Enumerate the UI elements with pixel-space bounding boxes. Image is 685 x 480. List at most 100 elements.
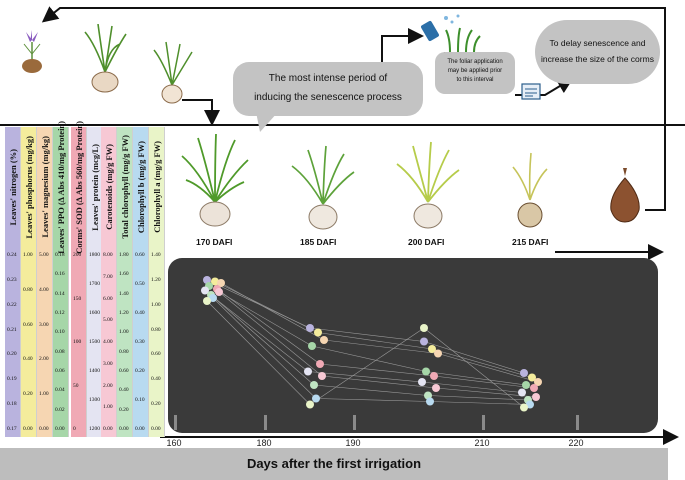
axis-tick-label: 8.00 [103, 252, 113, 258]
data-point [420, 337, 428, 346]
variable-label: Leaves' phosphorus (mg/kg) [23, 135, 34, 239]
senescence-text-line2: inducing the senescence process [254, 92, 402, 103]
data-point [316, 360, 324, 368]
axis-tick-label: 0.20 [119, 406, 129, 413]
variable-label: Leaves' magnesium (mg/kg) [39, 136, 50, 238]
data-point [304, 367, 312, 376]
axis-tick-label: 0.00 [39, 426, 49, 432]
axis-tick-label: 5.00 [103, 317, 113, 324]
axis-tick-label: 3.00 [39, 321, 49, 328]
series-connector-line [216, 288, 321, 365]
axis-tick-label: 2.00 [39, 356, 49, 363]
series-connector-line [206, 300, 311, 405]
foliar-callout: The foliar application may be applied pr… [435, 52, 515, 94]
data-point [434, 349, 442, 358]
variable-column-header: Carotenoids (mg/g FW) [101, 127, 116, 247]
axis-tick-label: 150 [73, 295, 82, 302]
axis-tick-label: 6.00 [103, 295, 113, 302]
variable-column-header: Corms' SOD (∆ Abs 560/mg Protein) [71, 121, 86, 254]
axis-tick-label: 0.16 [55, 271, 65, 278]
stage-plant-170-illustration [181, 133, 249, 227]
data-point [201, 286, 209, 295]
stage-plant-185-illustration [291, 145, 355, 230]
variable-label: Corms' SOD (∆ Abs 560/mg Protein) [73, 120, 84, 254]
data-point [312, 394, 320, 403]
data-point [432, 384, 440, 392]
data-point [314, 328, 322, 337]
data-point [306, 324, 314, 332]
axis-tick-label: 1.00 [151, 301, 161, 308]
axis-tick-label: 1.00 [103, 404, 113, 411]
series-connector-line [437, 353, 539, 383]
axis-tick-label: 0.00 [103, 426, 113, 432]
axis-tick-label: 0.24 [7, 252, 17, 258]
series-connector-line [433, 375, 535, 389]
axis-tick-label: 0.00 [55, 426, 65, 432]
series-connector-line [317, 332, 433, 350]
data-point [203, 297, 211, 305]
data-point [310, 381, 318, 389]
axis-tick-label: 1.40 [151, 252, 161, 258]
series-connector-line [208, 285, 313, 347]
axis-tick-label: 0.00 [151, 426, 161, 432]
series-connector-line [431, 348, 533, 378]
axis-tick-label: 1.40 [119, 290, 129, 297]
variable-label: Leaves' PPO (∆ Abs 410/mg Protein) [55, 120, 66, 254]
axis-tick-label: 1500 [89, 339, 100, 345]
axis-tick-label: 0.20 [135, 368, 145, 374]
axis-tick-label: 1.20 [119, 310, 129, 316]
x-tick-mark [174, 415, 177, 430]
x-tick-mark [264, 415, 267, 430]
data-point [211, 277, 219, 286]
variable-label: Total chlorophyll (mg/g FW) [119, 135, 130, 239]
series-connector-line [309, 327, 425, 405]
axis-tick-label: 0.40 [119, 387, 129, 394]
axis-tick-label: 0.80 [23, 286, 33, 293]
data-point [518, 388, 526, 397]
foliar-text-line1: The foliar application [447, 59, 503, 65]
data-point [308, 342, 316, 350]
axis-tick-label: 0.60 [23, 321, 33, 328]
series-connector-line [321, 375, 437, 389]
saffron-flower-illustration [22, 30, 42, 73]
axis-tick-label: 0.80 [119, 348, 129, 355]
variable-column-header: Chlorophyll a (mg/g FW) [149, 127, 164, 247]
axis-tick-label: 1.20 [151, 276, 161, 283]
data-point [209, 294, 217, 302]
axis-tick-label: 0.50 [135, 281, 145, 287]
axis-tick-label: 0.60 [119, 368, 129, 374]
axis-tick-label: 0 [73, 426, 76, 432]
x-tick-mark [482, 415, 485, 430]
data-point [520, 369, 528, 377]
series-connector-line [323, 339, 439, 354]
variable-column-header: Leaves' nitrogen (%) [5, 127, 20, 247]
axis-tick-label: 0.04 [55, 387, 65, 394]
axis-tick-label: 200 [73, 252, 82, 258]
final-corm-illustration [610, 168, 640, 223]
data-point [526, 400, 534, 409]
series-connector-line [435, 387, 537, 398]
series-connector-line [311, 345, 427, 372]
series-connector-line [421, 381, 523, 393]
axis-tick-label: 0.30 [135, 339, 145, 345]
variable-label: Chlorophyll a (mg/g FW) [151, 141, 162, 233]
x-tick-mark [576, 415, 579, 430]
stage-label-185: 185 DAFI [300, 237, 337, 247]
stage-arrow [182, 99, 220, 126]
data-point [306, 400, 314, 409]
variable-label: Leaves' nitrogen (%) [7, 148, 18, 226]
series-connector-line [204, 290, 309, 372]
axis-tick-label: 5.00 [39, 252, 49, 258]
data-point [428, 345, 436, 353]
axis-tick-label: 1800 [89, 252, 100, 258]
variable-column-header: Leaves' magnesium (mg/kg) [37, 127, 52, 247]
data-point [528, 373, 536, 382]
variable-column-header: Leaves' protein (mcg/L) [87, 127, 102, 247]
data-point [426, 397, 434, 406]
series-connector-line [218, 291, 323, 377]
